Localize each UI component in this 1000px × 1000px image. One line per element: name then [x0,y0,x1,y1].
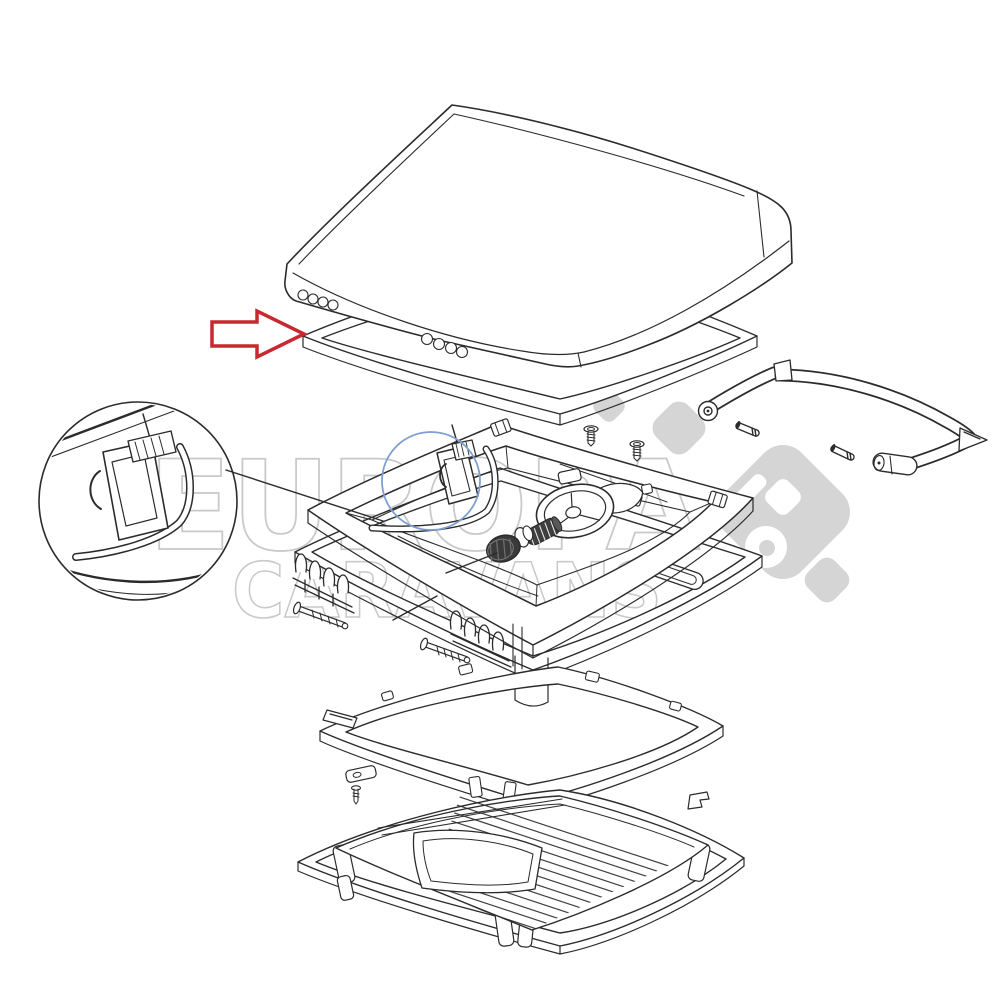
screw-vertical-2 [629,440,645,462]
red-arrow [210,308,308,360]
garnish-tab [458,663,474,676]
winder-arm [697,359,988,476]
garnish-frame [319,663,724,813]
screw-long-2 [419,637,471,664]
arm-elbow-tip [958,427,988,452]
flyscreen-rails [377,798,566,836]
highlight-circle [381,431,481,531]
logo-diamond-lower [804,557,850,603]
lid-vent-bumps-front [420,332,469,359]
locking-knob [485,525,534,563]
arm-end-capsule [872,452,918,476]
logo-window-cutout [765,479,801,515]
leader-lines [225,469,498,621]
frame-clip-assembly [368,424,499,533]
dome-lid [284,104,793,368]
flyscreen-bracket [687,791,710,810]
garnish-tab [584,670,600,683]
trim-tab-left2 [336,874,355,901]
flyscreen-panel [335,791,710,931]
hinge-knuckles-bottom [449,610,512,668]
fixing-plate [345,765,377,783]
screw-vertical-1 [583,425,599,447]
lid-vent-bumps-left [297,289,339,311]
logo-diamond-mid [652,401,706,455]
garnish-post [468,775,483,798]
screw-long-1 [292,601,349,630]
garnish-corner-bracket [322,709,358,729]
line-art [38,104,988,955]
garnish-tab [381,690,394,702]
arm-eyelet [697,400,719,422]
garnish-tab [669,700,682,712]
screws-and-fasteners [292,425,645,805]
screw-small-bottom [350,785,362,805]
hinge-pins [735,421,855,461]
rim-clip-top [490,418,512,437]
logo-wheel-hub [759,540,775,556]
hinge-knuckles-left [292,553,355,614]
arm-flare-end [773,359,793,382]
rim-clip-right [707,490,728,509]
